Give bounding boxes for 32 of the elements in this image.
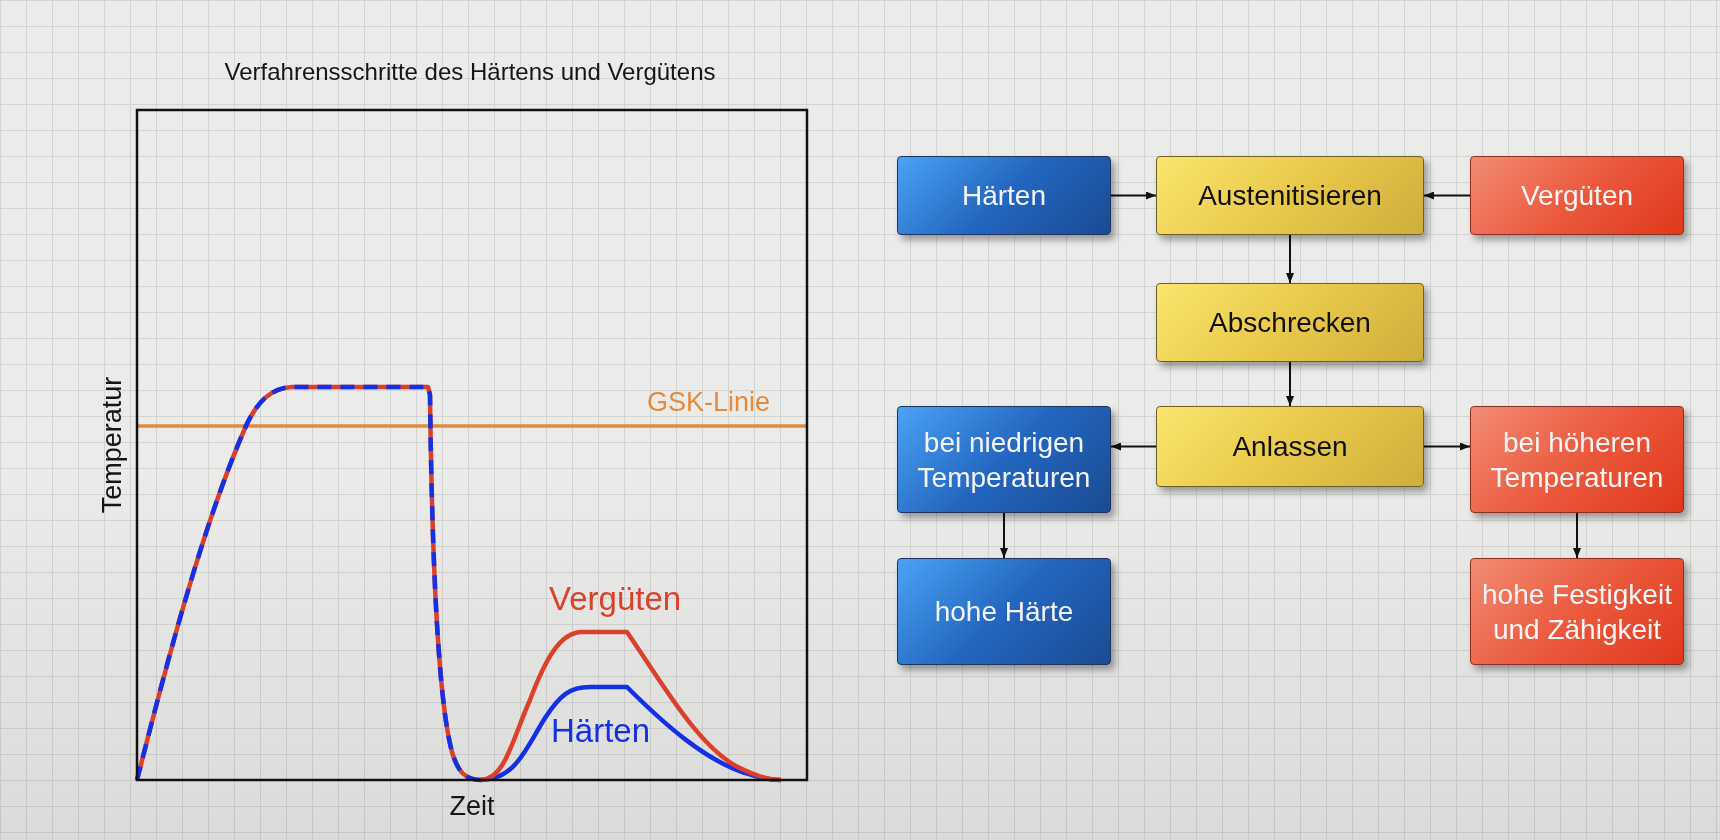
box-label: Vergüten (1520, 179, 1634, 213)
arrow (1573, 512, 1581, 559)
process-box (1156, 156, 1424, 235)
axis-label: Zeit (449, 793, 495, 820)
box-label: bei höheren Temperaturen (1489, 425, 1665, 495)
arrow (1110, 191, 1157, 200)
arrow (1110, 442, 1157, 451)
process-box (897, 406, 1111, 513)
arrow (1286, 234, 1294, 284)
line-label: GSK-Linie (647, 389, 771, 416)
process-box (1156, 283, 1424, 362)
curve-label: Vergüten (549, 582, 682, 615)
process-box (1470, 558, 1684, 665)
process-box (1470, 406, 1684, 513)
arrow (1286, 361, 1294, 407)
process-box (1156, 406, 1424, 487)
chart-title: Verfahrensschritte des Härtens und Vergütens (224, 60, 716, 84)
box-label: Anlassen (1232, 430, 1348, 464)
process-box (897, 558, 1111, 665)
axis-label: Temperatur (98, 376, 126, 514)
box-label: hohe Härte (934, 595, 1074, 629)
arrow (1423, 191, 1471, 200)
arrow (1423, 442, 1471, 451)
box-label: bei niedrigen Temperaturen (916, 425, 1092, 495)
box-label: Abschrecken (1209, 306, 1371, 340)
box-label: Austenitisieren (1198, 179, 1382, 213)
box-label: hohe Festigkeit und Zähigkeit (1481, 577, 1673, 647)
box-label: Härten (961, 179, 1046, 213)
process-box (897, 156, 1111, 235)
process-box (1470, 156, 1684, 235)
arrow (1000, 512, 1008, 559)
curve-label: Härten (551, 714, 651, 747)
